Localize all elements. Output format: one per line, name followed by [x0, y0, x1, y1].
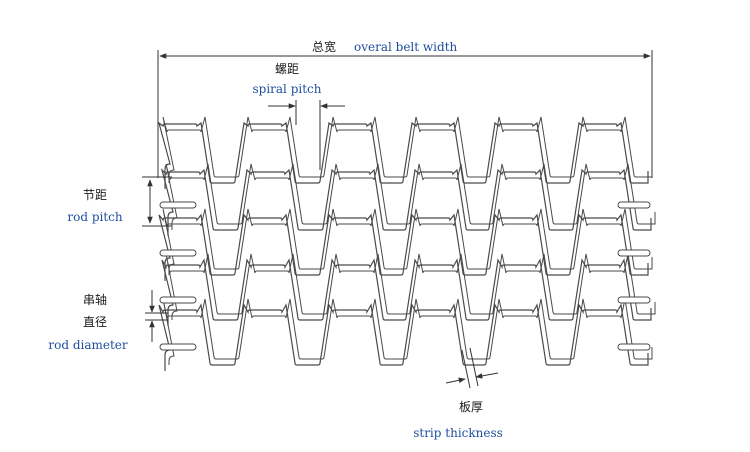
rod-diameter-label-cn-2: 直径	[82, 315, 108, 329]
strip-thickness-ext-right	[469, 347, 479, 387]
rod-end-left	[159, 201, 197, 209]
spiral-pitch-label-cn: 螺距	[274, 62, 300, 76]
belt-wave-strips	[157, 116, 656, 371]
rod-end-right	[617, 296, 651, 304]
rod-end-left	[159, 249, 197, 257]
strip-thickness-label-en: strip thickness	[413, 426, 503, 440]
strip-thickness-arrow-right	[475, 372, 499, 379]
wave-strip-outer	[161, 258, 652, 326]
wave-strip-outer	[157, 121, 649, 189]
strip-thickness-label-cn: 板厚	[458, 400, 484, 414]
wave-strip-outer	[158, 303, 649, 371]
rod-diameter-label-cn-1: 串轴	[82, 293, 108, 307]
overall-width-label-en: overal belt width	[354, 40, 458, 54]
wave-strip-inner	[162, 208, 653, 275]
strip-thickness-arrow-left	[445, 377, 466, 384]
rod-pitch-label-cn: 节距	[82, 188, 108, 202]
connecting-rods	[159, 201, 651, 351]
strip-thickness-ext-left	[461, 349, 471, 389]
wave-strip-inner	[162, 116, 653, 183]
wave-strip-outer	[158, 213, 649, 281]
rod-end-left	[159, 343, 197, 351]
spiral-pitch-label-en: spiral pitch	[252, 82, 322, 96]
rod-end-right	[617, 201, 651, 209]
rod-end-left	[159, 296, 197, 304]
rod-pitch-label-en: rod pitch	[67, 210, 123, 224]
wave-strip-inner	[165, 253, 656, 320]
wave-strip-inner	[162, 298, 653, 365]
wave-strip-outer	[160, 168, 652, 236]
rod-end-right	[617, 249, 651, 257]
rod-end-right	[617, 343, 651, 351]
rod-diameter-label-en: rod diameter	[48, 338, 128, 352]
overall-width-label-cn: 总宽	[311, 40, 337, 54]
dimension-lines	[142, 50, 653, 389]
wave-strip-inner	[165, 163, 656, 230]
